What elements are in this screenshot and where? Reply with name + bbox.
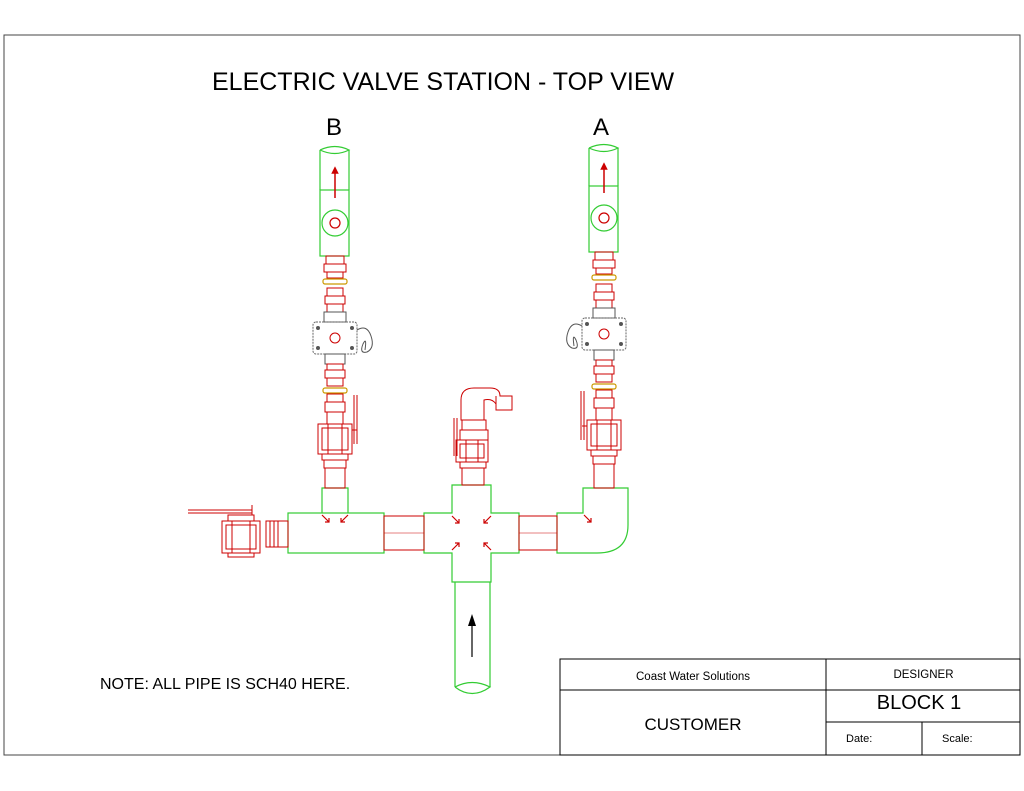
title-block-customer: CUSTOMER — [644, 715, 742, 734]
header-stubs — [265, 515, 558, 551]
title-block-date: Date: — [846, 733, 873, 745]
zone-b-branch — [312, 145, 373, 489]
title-block-scale: Scale: — [942, 733, 973, 745]
title-block-company: Coast Water Solutions — [636, 671, 750, 683]
flow-arrow-icon — [468, 614, 476, 657]
pipe-note: NOTE: ALL PIPE IS SCH40 HERE. — [100, 676, 351, 693]
title-block-block: BLOCK 1 — [876, 692, 962, 714]
sheet-border — [3, 34, 1021, 756]
center-riser-assembly — [453, 387, 513, 486]
zone-a-branch — [566, 143, 627, 489]
outlet-b-label: B — [326, 114, 343, 141]
solenoid-valve-icon — [566, 307, 627, 361]
fitting-flow-marks — [321, 514, 592, 551]
title-block-designer: DESIGNER — [893, 669, 954, 681]
solenoid-valve-icon — [312, 311, 373, 365]
ball-valve-icon — [580, 391, 622, 489]
outlet-a-label: A — [593, 114, 610, 141]
ball-valve-icon — [317, 395, 358, 489]
header-pipe — [287, 484, 629, 695]
drawing-title: ELECTRIC VALVE STATION - TOP VIEW — [212, 68, 675, 96]
title-block — [559, 658, 1021, 756]
ball-valve-icon — [188, 505, 261, 558]
